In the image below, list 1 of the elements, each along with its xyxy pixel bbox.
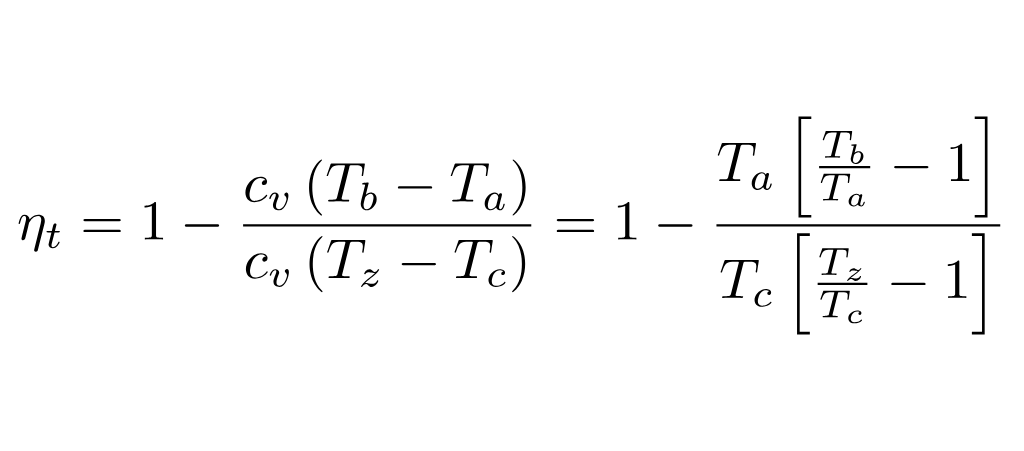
efficiency-formula: $\eta_t = 1 - \frac{c_v\left(T_b - T_a\right)}{c_v\left(T_z - T_c\right)} = 1 - \frac{T_a\left[\frac{T_b}{T_a} - 1\right]}{T_c\left[\frac{T_z}{T_c} - 1\right]}$ (18, 116, 1001, 335)
